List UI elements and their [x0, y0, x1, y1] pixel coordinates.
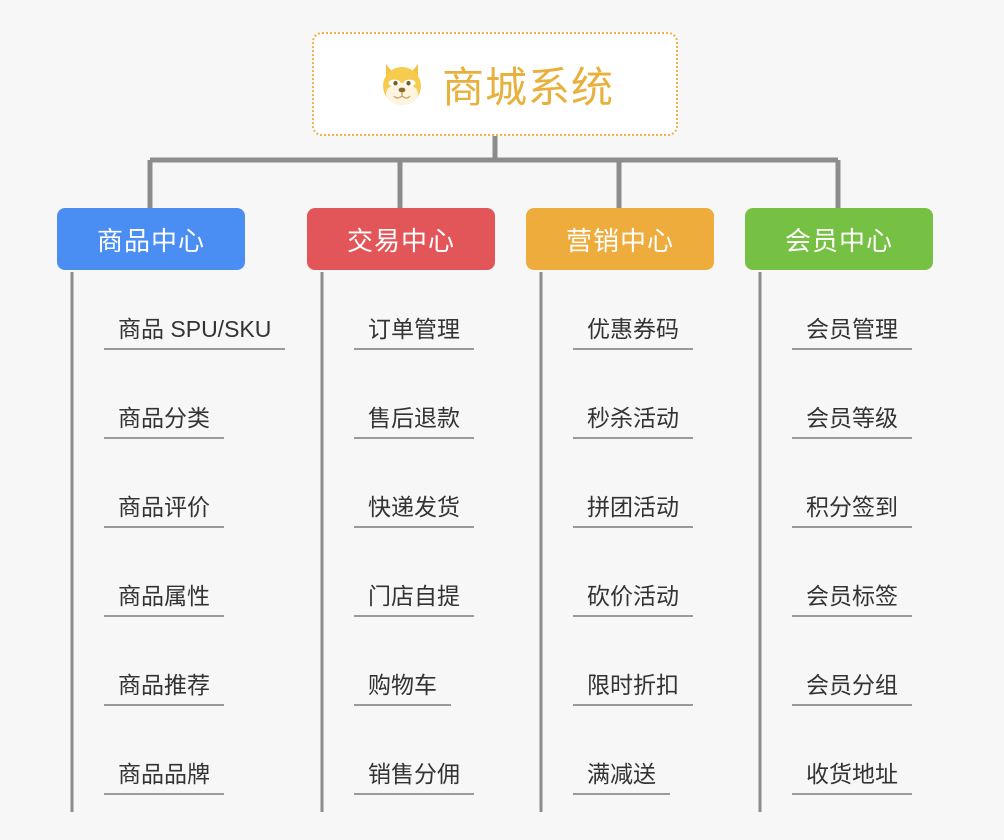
list-item[interactable]: 商品属性 — [57, 528, 245, 617]
list-item[interactable]: 会员分组 — [745, 617, 933, 706]
list-item[interactable]: 限时折扣 — [526, 617, 714, 706]
branch-header-label-3: 会员中心 — [784, 225, 893, 256]
list-item-label: 拼团活动 — [573, 494, 693, 528]
branch-header-label-1: 交易中心 — [346, 225, 455, 256]
list-item[interactable]: 商品 SPU/SKU — [57, 270, 286, 350]
list-item-label: 收货地址 — [792, 761, 912, 795]
list-item[interactable]: 砍价活动 — [526, 528, 714, 617]
list-item[interactable]: 积分签到 — [745, 439, 933, 528]
branch-header-label-2: 营销中心 — [565, 225, 674, 256]
branch-items-0: 商品 SPU/SKU 商品分类 商品评价 商品属性 商品推荐 商品品牌 — [57, 270, 286, 795]
list-item-label: 购物车 — [354, 672, 451, 706]
list-item[interactable]: 拼团活动 — [526, 439, 714, 528]
list-item-label: 商品 SPU/SKU — [104, 316, 286, 350]
list-item-label: 快递发货 — [354, 494, 474, 528]
list-item-label: 订单管理 — [354, 316, 474, 350]
list-item-label: 砍价活动 — [573, 583, 693, 617]
branch-items-1: 订单管理 售后退款 快递发货 门店自提 购物车 销售分佣 — [307, 270, 495, 795]
list-item-label: 商品品牌 — [104, 761, 224, 795]
branch-items-2: 优惠券码 秒杀活动 拼团活动 砍价活动 限时折扣 满减送 — [526, 270, 714, 795]
branch-header-3[interactable]: 会员中心 — [745, 208, 933, 270]
list-item[interactable]: 销售分佣 — [307, 706, 495, 795]
branch-column-1: 交易中心 订单管理 售后退款 快递发货 门店自提 购物车 销售分佣 — [307, 208, 495, 795]
list-item-label: 优惠券码 — [573, 316, 693, 350]
list-item[interactable]: 商品分类 — [57, 350, 245, 439]
list-item[interactable]: 快递发货 — [307, 439, 495, 528]
list-item-label: 满减送 — [573, 761, 670, 795]
list-item-label: 限时折扣 — [573, 672, 693, 706]
list-item[interactable]: 订单管理 — [307, 270, 495, 350]
list-item[interactable]: 商品评价 — [57, 439, 245, 528]
branch-header-label-0: 商品中心 — [96, 225, 205, 256]
list-item[interactable]: 售后退款 — [307, 350, 495, 439]
list-item-label: 门店自提 — [354, 583, 474, 617]
branch-header-2[interactable]: 营销中心 — [526, 208, 714, 270]
list-item[interactable]: 优惠券码 — [526, 270, 714, 350]
list-item[interactable]: 商品推荐 — [57, 617, 245, 706]
list-item-label: 售后退款 — [354, 405, 474, 439]
list-item-label: 会员管理 — [792, 316, 912, 350]
list-item-label: 商品属性 — [104, 583, 224, 617]
list-item-label: 积分签到 — [792, 494, 912, 528]
list-item[interactable]: 满减送 — [526, 706, 714, 795]
list-item-label: 会员分组 — [792, 672, 912, 706]
list-item[interactable]: 会员标签 — [745, 528, 933, 617]
list-item-label: 商品评价 — [104, 494, 224, 528]
shiba-dog-face-icon — [376, 58, 428, 110]
list-item-label: 会员等级 — [792, 405, 912, 439]
list-item[interactable]: 商品品牌 — [57, 706, 245, 795]
list-item-label: 销售分佣 — [354, 761, 474, 795]
list-item[interactable]: 秒杀活动 — [526, 350, 714, 439]
list-item[interactable]: 购物车 — [307, 617, 495, 706]
list-item[interactable]: 收货地址 — [745, 706, 933, 795]
branch-header-0[interactable]: 商品中心 — [57, 208, 245, 270]
branch-column-3: 会员中心 会员管理 会员等级 积分签到 会员标签 会员分组 收货地址 — [745, 208, 933, 795]
branch-column-2: 营销中心 优惠券码 秒杀活动 拼团活动 砍价活动 限时折扣 满减送 — [526, 208, 714, 795]
branch-items-3: 会员管理 会员等级 积分签到 会员标签 会员分组 收货地址 — [745, 270, 933, 795]
list-item[interactable]: 会员等级 — [745, 350, 933, 439]
root-title: 商城系统 — [441, 63, 614, 111]
branch-column-0: 商品中心 商品 SPU/SKU 商品分类 商品评价 商品属性 商品推荐 商品品牌 — [57, 208, 286, 795]
list-item-label: 秒杀活动 — [573, 405, 693, 439]
list-item-label: 商品分类 — [104, 405, 224, 439]
list-item[interactable]: 门店自提 — [307, 528, 495, 617]
list-item-label: 商品推荐 — [104, 672, 224, 706]
root-node[interactable]: 商城系统 — [312, 32, 678, 136]
list-item-label: 会员标签 — [792, 583, 912, 617]
list-item[interactable]: 会员管理 — [745, 270, 933, 350]
branch-header-1[interactable]: 交易中心 — [307, 208, 495, 270]
